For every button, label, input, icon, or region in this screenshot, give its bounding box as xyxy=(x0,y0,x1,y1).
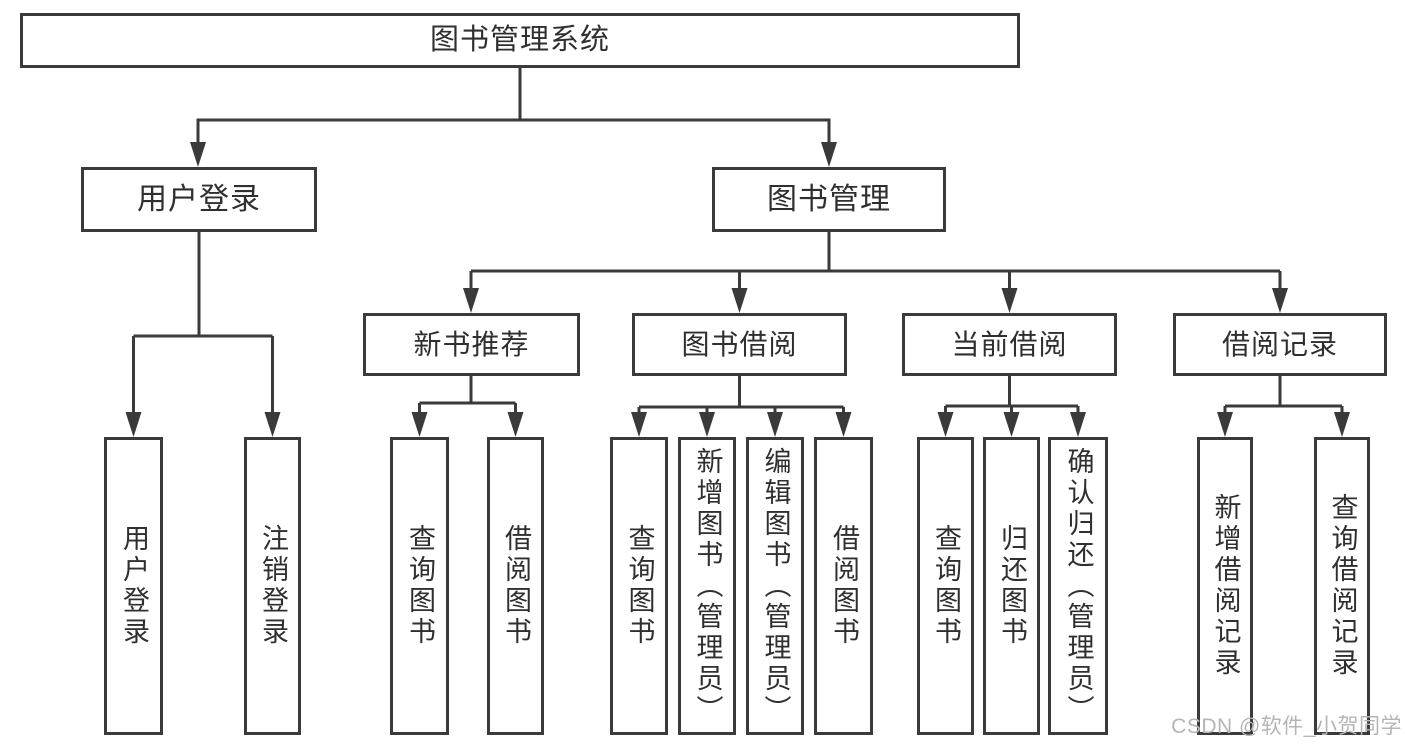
arrowhead-icon xyxy=(463,288,479,313)
arrowhead-icon xyxy=(1070,412,1086,437)
leaf-bb-borrow-books: 借阅图书 xyxy=(814,437,873,735)
connector-user-branch xyxy=(132,232,274,414)
arrowhead-icon xyxy=(1217,412,1233,437)
leaf-cb-return-books: 归还图书 xyxy=(983,437,1040,735)
arrowheads xyxy=(125,142,1350,437)
connector-currentborrow-branch xyxy=(944,376,1080,414)
arrowhead-icon xyxy=(835,412,852,437)
node-borrow-records: 借阅记录 xyxy=(1173,313,1387,376)
node-new-book-recommend: 新书推荐 xyxy=(363,313,580,376)
arrowhead-icon xyxy=(699,412,715,437)
connector-root-branch xyxy=(196,68,831,144)
leaf-user-login: 用户登录 xyxy=(104,437,163,735)
leaf-bb-add-books-admin: 新增图书（管理员） xyxy=(678,437,736,735)
arrowhead-icon xyxy=(631,412,647,437)
arrowhead-icon xyxy=(507,412,524,437)
arrowhead-icon xyxy=(821,142,837,167)
arrowhead-icon xyxy=(937,412,954,437)
arrowhead-icon xyxy=(1272,288,1288,313)
csdn-watermark: CSDN @软件_小贺同学 xyxy=(1171,715,1402,738)
connector-book-branch xyxy=(469,232,1282,291)
node-root-library-system: 图书管理系统 xyxy=(20,13,1020,68)
arrowhead-icon xyxy=(1003,412,1020,437)
leaf-nb-borrow-books: 借阅图书 xyxy=(487,437,544,735)
connector-lines xyxy=(132,68,1344,414)
node-book-management: 图书管理 xyxy=(712,167,946,232)
arrowhead-icon xyxy=(125,412,142,437)
node-current-borrowing: 当前借阅 xyxy=(902,313,1117,376)
arrowhead-icon xyxy=(1001,288,1018,313)
leaf-cb-query-books: 查询图书 xyxy=(917,437,974,735)
arrowhead-icon xyxy=(190,142,206,167)
arrowhead-icon xyxy=(767,412,783,437)
node-user-login: 用户登录 xyxy=(81,167,317,232)
connector-newbooks-branch xyxy=(418,376,517,414)
connector-bookborrow-branch xyxy=(637,376,845,414)
arrowhead-icon xyxy=(411,412,428,437)
leaf-br-query-record: 查询借阅记录 xyxy=(1314,437,1370,735)
leaf-cb-confirm-return-admin: 确认归还（管理员） xyxy=(1048,437,1108,735)
arrowhead-icon xyxy=(1334,412,1350,437)
leaf-bb-edit-books-admin: 编辑图书（管理员） xyxy=(746,437,804,735)
leaf-nb-query-books: 查询图书 xyxy=(390,437,449,735)
node-book-borrowing: 图书借阅 xyxy=(632,313,847,376)
leaf-logout: 注销登录 xyxy=(244,437,301,735)
arrowhead-icon xyxy=(264,412,281,437)
leaf-br-add-record: 新增借阅记录 xyxy=(1197,437,1253,735)
connector-records-branch xyxy=(1223,376,1344,414)
arrowhead-icon xyxy=(731,288,748,313)
leaf-bb-query-books: 查询图书 xyxy=(610,437,668,735)
